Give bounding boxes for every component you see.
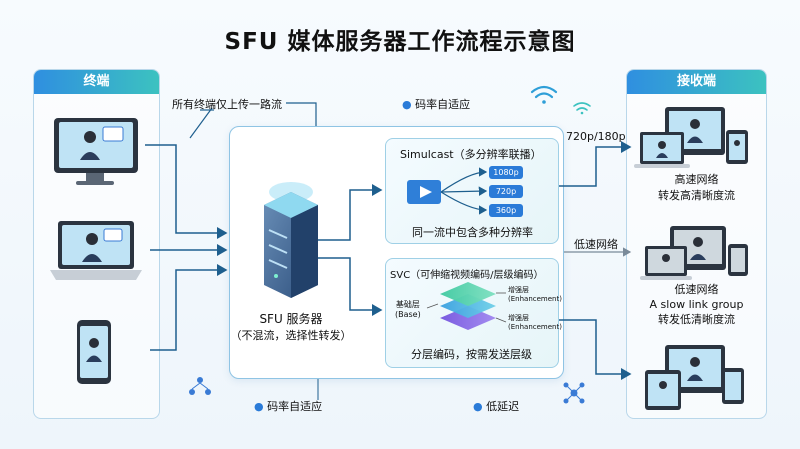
svc-enh2-line2: (Enhancement): [508, 323, 562, 331]
simulcast-caption: 同一流中包含多种分辨率: [412, 226, 533, 239]
res-720-180: 720p/180p: [566, 130, 626, 143]
res-tag-720: 720p: [489, 185, 523, 198]
upload-note: 所有终端仅上传一路流: [172, 98, 282, 111]
server-name: SFU 服务器: [259, 312, 323, 326]
simulcast-title: Simulcast（多分辨率联播）: [400, 148, 542, 161]
bitrate-top-text: 码率自适应: [415, 98, 471, 111]
low-speed-label: 低速网络: [574, 238, 618, 251]
svc-enh1-label: 增强层 (Enhancement): [508, 286, 562, 304]
receiver-high-devices: [634, 107, 748, 168]
network-icon-2: [563, 382, 585, 404]
res-tag-360: 360p: [489, 204, 523, 217]
receiver-low-devices: [640, 226, 748, 280]
svc-enh1-line2: (Enhancement): [508, 295, 562, 303]
svc-enh2-label: 增强层 (Enhancement): [508, 314, 562, 332]
bitrate-adaptive-bottom: ● 码率自适应: [254, 400, 323, 413]
low-latency-text: 低延迟: [486, 400, 520, 413]
phone-icon: [77, 320, 111, 384]
receivers-header: 接收端: [627, 70, 766, 94]
laptop-icon: [50, 221, 142, 280]
receiver-low-line3: 转发低清晰度流: [658, 313, 735, 326]
play-icon: [407, 180, 441, 204]
svc-base-line2: (Base): [395, 310, 421, 319]
network-icon: [189, 377, 211, 395]
bitrate-bottom-text: 码率自适应: [267, 400, 323, 413]
low-latency: ● 低延迟: [473, 400, 520, 413]
svc-enh1-line1: 增强层: [508, 286, 529, 294]
svc-enh2-line1: 增强层: [508, 314, 529, 322]
receiver-high-line2: 转发高清晰度流: [658, 189, 735, 202]
monitor-icon: [54, 118, 138, 185]
terminals-header: 终端: [34, 70, 159, 94]
server-icon: [264, 182, 318, 298]
receiver-bottom-devices: [645, 345, 744, 410]
receiver-low-line2: A slow link group: [649, 298, 744, 311]
svc-caption: 分层编码，按需发送层级: [411, 348, 532, 361]
wifi-icon-small: [573, 102, 591, 115]
receiver-low-text: 低速网络 A slow link group 转发低清晰度流: [630, 282, 763, 327]
svc-base-line1: 基础层: [395, 300, 420, 309]
receiver-high-line1: 高速网络: [674, 173, 719, 186]
svc-base-label: 基础层 (Base): [395, 300, 421, 320]
server-desc: （不混流，选择性转发）: [230, 329, 352, 342]
svc-title: SVC（可伸缩视频编码/层级编码）: [390, 270, 544, 281]
bitrate-adaptive-top: ● 码率自适应: [402, 98, 471, 111]
layers-icon: [440, 282, 496, 330]
wifi-icon: [530, 85, 558, 104]
receiver-high-text: 高速网络 转发高清晰度流: [630, 172, 763, 204]
receiver-low-line1: 低速网络: [674, 283, 719, 296]
res-tag-1080: 1080p: [489, 166, 523, 179]
page-title: SFU 媒体服务器工作流程示意图: [224, 29, 576, 55]
